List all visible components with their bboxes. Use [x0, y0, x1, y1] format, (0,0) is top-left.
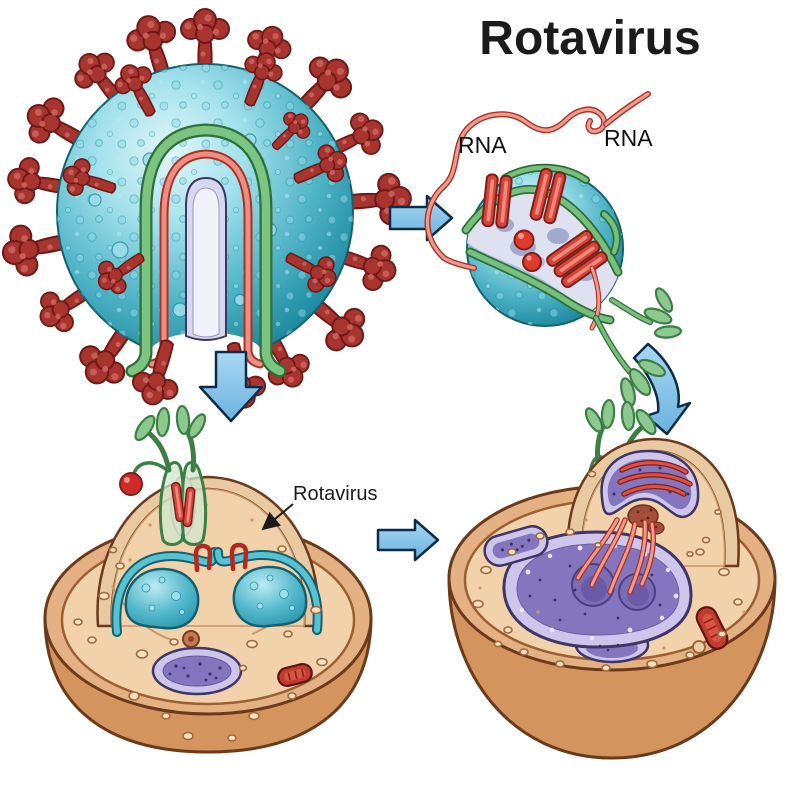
virion-panel: [0, 8, 414, 414]
cell-vesicles: [472, 470, 743, 672]
pointer-arrow: [261, 503, 294, 531]
mitochondrion: [277, 662, 313, 688]
mitochondrion: [692, 606, 729, 654]
flow-arrow-down: [198, 350, 264, 423]
released-spike-pods: [593, 287, 683, 407]
rna-label-left: RNA: [458, 132, 507, 158]
rotavirus-pointer-label: Rotavirus: [293, 483, 377, 505]
replication-cell-panel: [447, 437, 777, 760]
cell-vesicles: [73, 545, 328, 742]
released-rna-strands: [424, 91, 651, 331]
viroplasm-left: [124, 567, 200, 630]
cell-entry-panel: Rotavirus: [43, 400, 671, 754]
flow-arrow-bottom-right: [376, 518, 440, 562]
rna-hairpins: [193, 542, 249, 573]
uncoating-virus-panel: RNA RNA: [424, 91, 683, 407]
mrna-exit-channel: [185, 176, 227, 341]
cell-speckles: [478, 518, 746, 666]
viroplasm-right: [232, 565, 308, 628]
diagram-title: Rotavirus: [479, 12, 700, 65]
genome-segments: [480, 166, 610, 291]
cell-organelles: [151, 630, 313, 696]
small-purple-organelle: [483, 525, 549, 567]
inner-protein-arch: [125, 123, 287, 378]
flow-arrow-top-right: [388, 194, 454, 242]
rna-strands-to-nucleus: [575, 517, 656, 595]
rna-coils: [617, 460, 693, 497]
rna-label-right: RNA: [604, 125, 653, 151]
